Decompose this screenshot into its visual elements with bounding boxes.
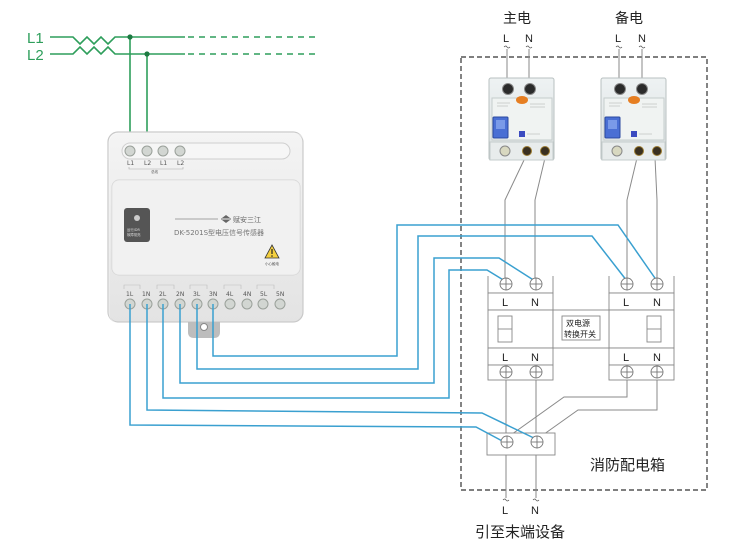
ats-right-bot-n: N — [653, 352, 661, 364]
ats-label-line2: 转换开关 — [564, 329, 596, 339]
screw-icon — [650, 277, 664, 291]
wire-1n — [146, 304, 539, 441]
wire-1l — [129, 304, 507, 444]
ac-tilde-icons — [503, 45, 646, 49]
screw-icon — [529, 277, 543, 291]
top-terminal-label-1: L1 — [127, 160, 134, 167]
ats-left-top-n: N — [531, 297, 539, 309]
bottom-terminal-label-6: 3N — [209, 291, 217, 298]
power-wires — [504, 49, 658, 498]
ats-left-bot-n: N — [531, 352, 539, 364]
screw-icon — [499, 277, 513, 291]
indicator-label-1: 运行/DR — [127, 227, 141, 232]
screw-icon — [500, 435, 514, 449]
terminal-top-3 — [157, 145, 169, 157]
top-terminals — [124, 145, 186, 157]
terminal-top-1 — [124, 145, 136, 157]
cabinet-label: 消防配电箱 — [590, 456, 665, 474]
ats-left-bot-l: L — [502, 352, 508, 364]
indicator-led — [134, 215, 140, 221]
bottom-terminal-label-1: 1L — [126, 291, 134, 298]
screw-icon — [650, 365, 664, 379]
top-terminal-label-3: L1 — [160, 160, 167, 167]
screw-icon — [620, 365, 634, 379]
bus-wire-l2 — [50, 45, 185, 56]
warning-caption: 小心触电 — [265, 261, 279, 266]
indicator-module — [124, 208, 150, 242]
bottom-terminal-label-5: 3L — [193, 291, 201, 298]
screw-icon — [529, 365, 543, 379]
bottom-terminal-label-7: 4L — [226, 291, 234, 298]
ats-left-top-l: L — [502, 297, 508, 309]
output-label: 引至末端设备 — [475, 523, 565, 541]
ats-right-top-l: L — [623, 297, 629, 309]
bottom-terminal-label-8: 4N — [243, 291, 251, 298]
bottom-terminal-label-2: 1N — [142, 291, 150, 298]
top-terminal-label-2: L2 — [144, 160, 151, 167]
bus-junction-l2 — [144, 51, 150, 57]
model-name: DK-5201S型电压信号传感器 — [174, 228, 264, 237]
screw-icon — [499, 365, 513, 379]
bus-label-l1: L1 — [27, 30, 44, 47]
bus-wire-l1 — [50, 35, 185, 46]
bus-lines: L1 L2 — [27, 30, 315, 150]
wire-2n — [179, 257, 536, 384]
signal-wires — [129, 224, 658, 444]
main-source-title: 主电 — [503, 11, 531, 27]
terminal-4l — [224, 298, 236, 310]
top-terminal-label-4: L2 — [177, 160, 184, 167]
backup-breaker — [600, 77, 667, 161]
main-source-l: L — [503, 33, 509, 45]
ats-label-line1: 双电源 — [566, 318, 590, 328]
ats-right-bot-l: L — [623, 352, 629, 364]
bus-label-l2: L2 — [27, 47, 44, 64]
main-breaker — [488, 77, 555, 161]
terminal-top-2 — [141, 145, 153, 157]
backup-source-title: 备电 — [615, 10, 643, 27]
screw-icon — [620, 277, 634, 291]
bottom-terminal-labels: 1L 1N 2L 2N 3L 3N 4L 4N 5L 5N — [123, 284, 284, 298]
bottom-terminal-label-10: 5N — [276, 291, 284, 298]
indicator-label-2: 故障常亮 — [127, 232, 141, 237]
wire-3l — [196, 235, 628, 370]
dual-power-transfer-switch — [487, 276, 675, 381]
bottom-terminal-label-9: 5L — [260, 291, 268, 298]
wire-3n — [212, 224, 658, 357]
voltage-sensor-device: L1 L2 L1 L2 总线 运行/DR 故障常亮 赋安三江 DK-5201S型… — [107, 131, 305, 338]
output-l: L — [502, 505, 508, 517]
screw-icon — [530, 435, 544, 449]
terminal-5n — [274, 298, 286, 310]
main-source-n: N — [525, 33, 533, 45]
backup-source-n: N — [638, 33, 646, 45]
terminal-5l — [257, 298, 269, 310]
bottom-terminal-label-3: 2L — [159, 291, 167, 298]
wire-2l — [162, 269, 506, 399]
ats-screw-terminals — [499, 277, 664, 449]
ats-right-top-n: N — [653, 297, 661, 309]
brand-logo-icon — [221, 215, 231, 223]
output-n: N — [531, 505, 539, 517]
fire-distribution-cabinet — [460, 56, 708, 491]
terminal-4n — [241, 298, 253, 310]
top-terminal-caption: 总线 — [151, 169, 158, 174]
warning-icon — [264, 244, 280, 259]
bottom-terminal-label-4: 2N — [176, 291, 184, 298]
terminal-top-4 — [174, 145, 186, 157]
backup-source-l: L — [615, 33, 621, 45]
output-terminal-block — [486, 432, 556, 456]
brand-name: 赋安三江 — [233, 215, 261, 224]
bus-junction-l1 — [127, 34, 133, 40]
